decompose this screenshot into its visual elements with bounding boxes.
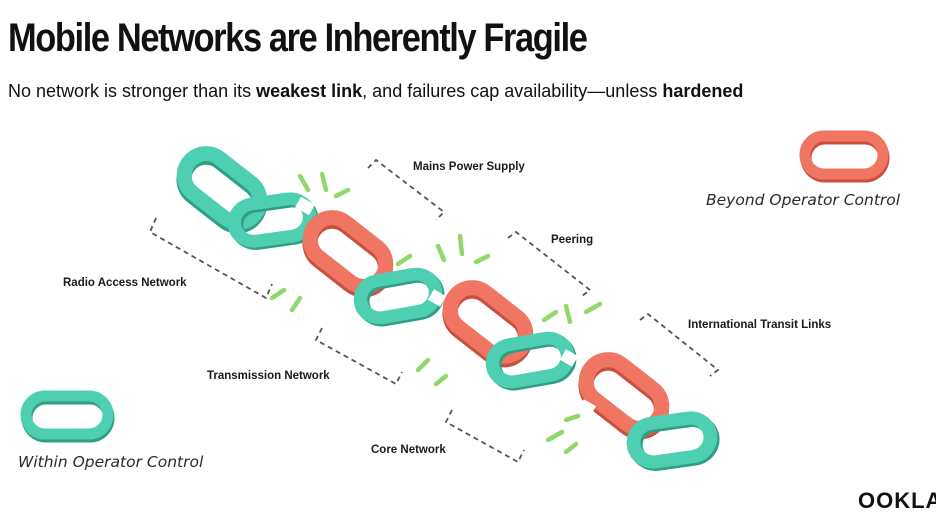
page-title: Mobile Networks are Inherently Fragile: [8, 16, 588, 60]
bracket-radio-access: [148, 217, 273, 300]
legend-within-ring: [20, 390, 115, 443]
subtitle-emphasis-weakest-link: weakest link: [256, 81, 363, 101]
legend-beyond-label: Beyond Operator Control: [706, 191, 901, 209]
legend-within-label: Within Operator Control: [18, 453, 204, 471]
bracket-transmission: [314, 327, 403, 386]
page-subtitle: No network is stronger than its weakest …: [8, 78, 743, 104]
label-international-transit: International Transit Links: [688, 319, 831, 331]
chain-links: [174, 145, 716, 467]
subtitle-text-1: No network is stronger than its: [8, 81, 257, 101]
label-peering: Peering: [551, 234, 593, 246]
bracket-peering: [507, 230, 592, 297]
legend-beyond-ring: [799, 130, 890, 183]
label-transmission: Transmission Network: [207, 370, 330, 382]
bracket-mains-power: [367, 158, 446, 221]
bracket-international-transit: [639, 312, 720, 377]
subtitle-emphasis-hardened: hardened: [662, 81, 744, 101]
link-teal-5: [631, 415, 715, 467]
label-radio-access: Radio Access Network: [63, 277, 187, 289]
label-mains-power: Mains Power Supply: [413, 161, 525, 173]
link-teal-4: [490, 335, 573, 388]
ookla-logo: OOKLA: [858, 488, 936, 513]
subtitle-text-2: , and failures cap availability—unless: [362, 81, 663, 101]
label-core: Core Network: [371, 444, 446, 456]
link-teal-3: [358, 271, 441, 324]
bracket-core: [444, 409, 525, 464]
break-sparks: [269, 171, 603, 455]
link-teal-1: [174, 145, 271, 235]
